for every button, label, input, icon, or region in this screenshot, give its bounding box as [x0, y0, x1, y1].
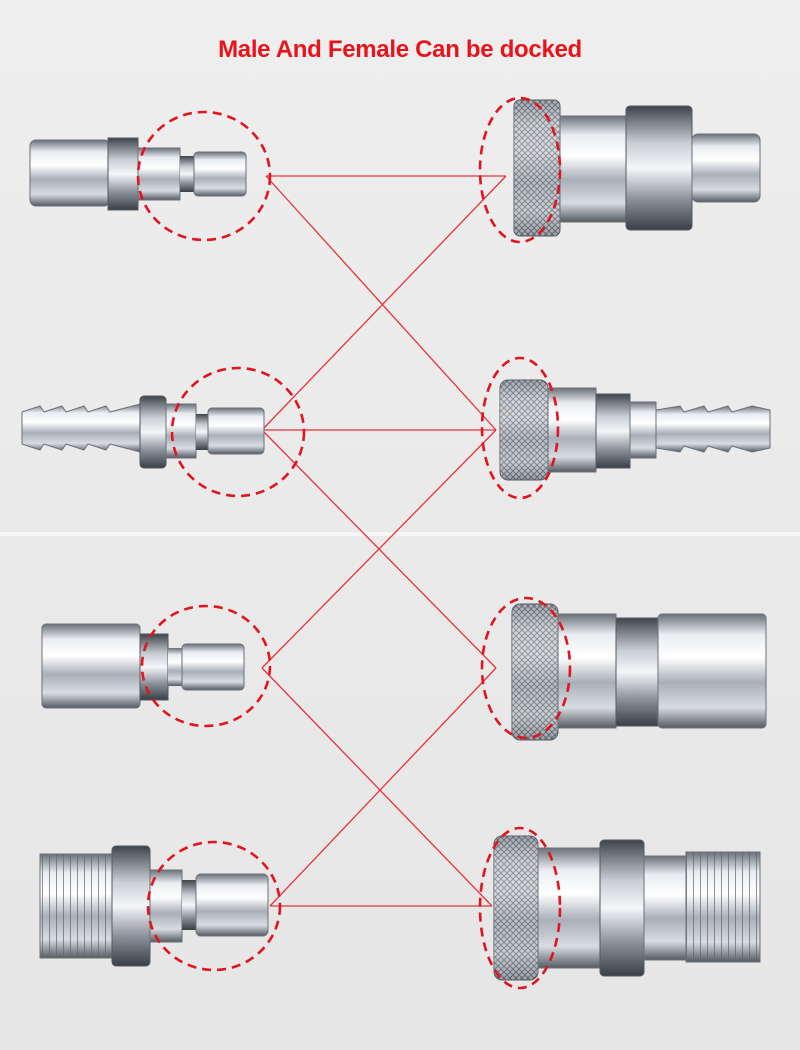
female-highlight-circle-4 [478, 826, 562, 990]
link-line-6 [261, 429, 497, 669]
dashed-highlight-circles [136, 96, 572, 990]
female-highlight-circle-3 [480, 596, 572, 740]
male-plug-female-thread [41, 623, 245, 709]
male-plug-male-thread [39, 845, 269, 967]
female-coupler-female-thread [511, 603, 767, 741]
link-line-8 [269, 667, 497, 907]
female-highlight-circle-1 [478, 96, 562, 244]
female-coupler-hose-nut [513, 99, 761, 237]
male-highlight-circle-4 [146, 840, 282, 972]
male-highlight-circle-1 [136, 110, 272, 242]
link-lines [261, 175, 507, 907]
female-highlight-circle-2 [480, 356, 560, 500]
link-line-3 [261, 175, 507, 431]
link-line-7 [261, 667, 493, 907]
link-line-2 [265, 175, 497, 431]
female-coupler-male-thread [493, 835, 761, 981]
male-plug-hose-nut [29, 137, 247, 211]
headline: Male And Female Can be docked [218, 36, 582, 63]
male-highlight-circle-3 [140, 604, 272, 728]
male-plug-barb [21, 395, 265, 469]
female-coupler-barb [499, 379, 771, 481]
photo-seam [0, 532, 800, 536]
male-highlight-circle-2 [170, 366, 306, 498]
